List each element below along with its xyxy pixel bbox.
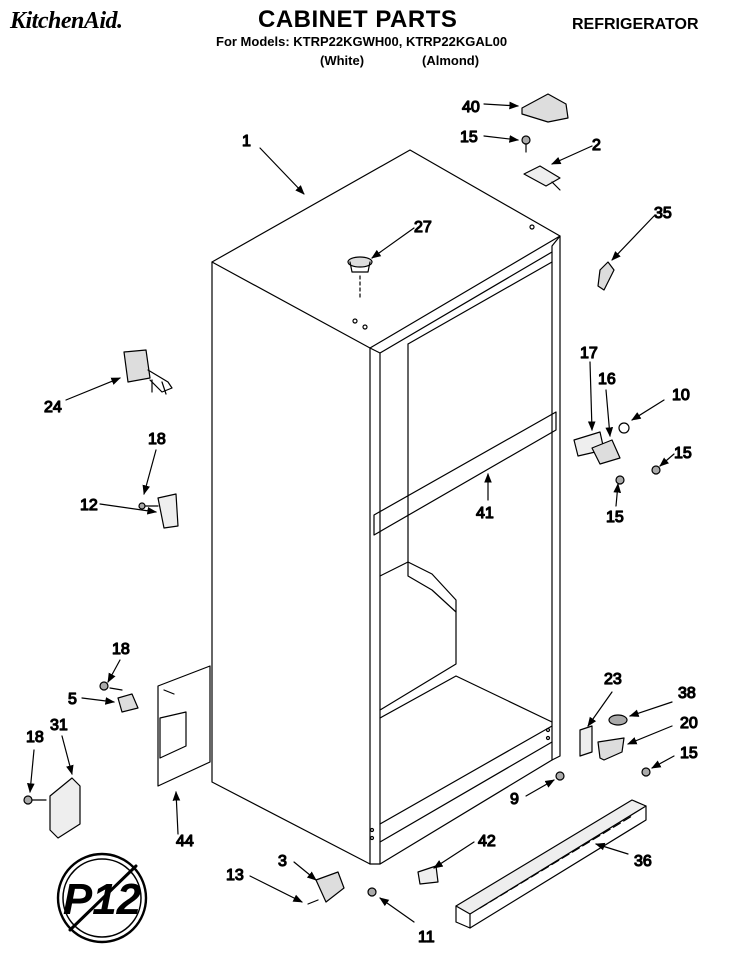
callout-3: 3 xyxy=(278,853,287,870)
callout-41: 41 xyxy=(476,505,494,522)
callout-16: 16 xyxy=(598,371,616,388)
callout-23: 23 xyxy=(604,671,622,688)
screw-9 xyxy=(555,771,565,781)
toe-grille-36 xyxy=(455,799,647,929)
callout-15: 15 xyxy=(680,745,698,762)
callout-13: 13 xyxy=(226,867,244,884)
callout-40: 40 xyxy=(462,99,480,116)
page-title: CABINET PARTS xyxy=(258,6,458,33)
callout-15: 15 xyxy=(606,509,624,526)
callout-17: 17 xyxy=(580,345,598,362)
callout-10: 10 xyxy=(672,387,690,404)
top-hinge-2 xyxy=(523,165,561,191)
screw-11 xyxy=(367,887,377,897)
lower-hinge-23-20 xyxy=(579,714,651,777)
hinge-pin-35 xyxy=(597,261,615,291)
variant-white-label: (White) xyxy=(320,53,365,68)
handle-24 xyxy=(123,349,173,395)
callout-1: 1 xyxy=(242,133,251,150)
callout-5: 5 xyxy=(68,691,77,708)
clip-5 xyxy=(99,681,139,713)
plate-44 xyxy=(157,665,211,787)
callout-44: 44 xyxy=(176,833,194,850)
callout-18: 18 xyxy=(112,641,130,658)
brand-logo: KitchenAid. xyxy=(10,8,123,34)
callout-38: 38 xyxy=(678,685,696,702)
callout-12: 12 xyxy=(80,497,98,514)
hinge-bracket-17-16 xyxy=(573,422,661,485)
callout-42: 42 xyxy=(478,833,496,850)
callout-20: 20 xyxy=(680,715,698,732)
callout-18: 18 xyxy=(148,431,166,448)
plug-27 xyxy=(347,256,373,301)
callout-35: 35 xyxy=(654,205,672,222)
p12-stamp: P12 xyxy=(56,852,148,944)
callout-9: 9 xyxy=(510,791,519,808)
screw-15-top xyxy=(521,135,531,153)
leader-lines xyxy=(26,101,675,923)
callout-36: 36 xyxy=(634,853,652,870)
callout-18: 18 xyxy=(26,729,44,746)
cabinet-shell xyxy=(211,149,561,865)
callout-24: 24 xyxy=(44,399,62,416)
clip-42 xyxy=(417,865,439,885)
variant-almond-label: (Almond) xyxy=(422,53,480,68)
cover-31 xyxy=(23,777,81,839)
callout-labels: 1 40 15 2 35 27 24 18 12 17 16 10 15 15 … xyxy=(25,98,698,946)
callout-15: 15 xyxy=(674,445,692,462)
top-hinge-cover-40 xyxy=(521,93,569,123)
leveler-3 xyxy=(307,871,345,905)
category-label: REFRIGERATOR xyxy=(572,16,699,33)
callout-2: 2 xyxy=(592,137,601,154)
callout-11: 11 xyxy=(418,929,435,946)
callout-27: 27 xyxy=(414,219,432,236)
models-line: For Models: KTRP22KGWH00, KTRP22KGAL00 xyxy=(216,34,508,49)
bracket-12 xyxy=(138,493,179,529)
callout-15: 15 xyxy=(460,129,478,146)
callout-31: 31 xyxy=(50,717,68,734)
